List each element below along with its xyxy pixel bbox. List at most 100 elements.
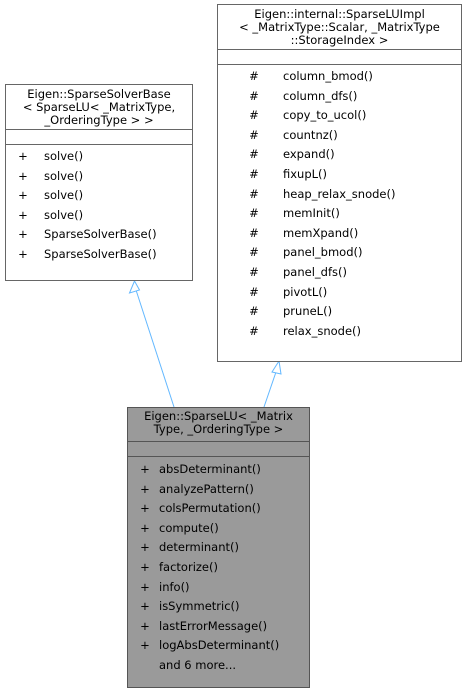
member-name: analyzePattern()	[159, 481, 254, 496]
class-title-line: Eigen::SparseLU< _Matrix	[144, 409, 293, 423]
member-item[interactable]: #pruneL()	[218, 302, 461, 322]
visibility-marker: +	[140, 540, 150, 555]
member-name: memInit()	[283, 206, 340, 221]
visibility-marker: +	[140, 599, 150, 614]
visibility-marker: +	[140, 559, 150, 574]
member-item[interactable]: # memXpand()	[218, 224, 461, 244]
member-name: SparseSolverBase()	[44, 227, 157, 242]
class-title-line: < _MatrixType::Scalar, _MatrixType	[239, 20, 440, 34]
visibility-marker: #	[249, 264, 259, 279]
member-item[interactable]: +solve()	[6, 167, 192, 187]
methods-section: +absDeterminant() +analyzePattern() +col…	[128, 456, 309, 676]
member-name: panel_dfs()	[283, 264, 347, 279]
visibility-marker: #	[249, 206, 259, 221]
more-members-label: and 6 more...	[159, 657, 237, 672]
edge-base-line	[135, 289, 175, 408]
member-item[interactable]: #column_dfs()	[218, 87, 461, 107]
attributes-section	[128, 441, 309, 456]
methods-section: # column_bmod() #column_dfs() # copy_to_uc…	[218, 64, 461, 341]
member-name: panel_bmod()	[283, 245, 363, 260]
member-name: heap_relax_snode()	[283, 186, 396, 201]
member-name: countnz()	[283, 127, 338, 142]
member-item[interactable]: # copy_to_ucol()	[218, 106, 461, 126]
member-name: SparseSolverBase()	[44, 246, 157, 261]
member-item[interactable]: # heap_relax_snode()	[218, 185, 461, 205]
member-name: colsPermutation()	[159, 501, 261, 516]
member-item[interactable]: # expand()	[218, 145, 461, 165]
visibility-marker: #	[249, 127, 259, 142]
member-name: relax_snode()	[283, 323, 362, 338]
visibility-marker: +	[140, 579, 150, 594]
attributes-section	[218, 49, 461, 64]
member-name: pivotL()	[283, 284, 328, 299]
member-item[interactable]: +solve()	[6, 186, 192, 206]
member-item[interactable]: # panel_bmod()	[218, 243, 461, 263]
member-name: expand()	[283, 147, 335, 162]
methods-section: +solve() +solve() +solve() +solve() +Spa…	[6, 144, 192, 265]
member-item[interactable]: +info()	[128, 578, 309, 598]
member-item[interactable]: # column_bmod()	[218, 67, 461, 87]
class-title: Eigen::SparseSolverBase < SparseLU< _Mat…	[6, 85, 192, 129]
member-item[interactable]: + analyzePattern()	[128, 480, 309, 500]
member-item[interactable]: # countnz()	[218, 126, 461, 146]
member-name: solve()	[44, 168, 84, 183]
more-members-link[interactable]: and 6 more...	[128, 656, 309, 676]
class-title-line: _OrderingType > >	[44, 113, 154, 127]
member-item[interactable]: +solve()	[6, 147, 192, 167]
member-item[interactable]: + logAbsDeterminant()	[128, 636, 309, 656]
member-item[interactable]: +SparseSolverBase()	[6, 225, 192, 245]
class-title: Eigen::SparseLU< _Matrix Type, _Ordering…	[128, 408, 309, 438]
member-item[interactable]: + isSymmetric()	[128, 597, 309, 617]
class-title-line: Eigen::internal::SparseLUImpl	[254, 7, 425, 21]
member-name: pruneL()	[283, 304, 333, 319]
class-title-line: < SparseLU< _MatrixType,	[22, 100, 176, 114]
member-name: lastErrorMessage()	[159, 618, 268, 633]
visibility-marker: #	[249, 186, 259, 201]
member-name: solve()	[44, 149, 84, 163]
member-name: compute()	[159, 520, 219, 535]
member-item[interactable]: +determinant()	[128, 538, 309, 558]
visibility-marker: #	[249, 225, 259, 240]
visibility-marker: #	[249, 69, 259, 83]
member-name: logAbsDeterminant()	[159, 638, 280, 653]
member-item[interactable]: + factorize()	[128, 558, 309, 578]
member-item[interactable]: # memInit()	[218, 204, 461, 224]
member-name: absDeterminant()	[159, 462, 261, 476]
edge-impl-line	[263, 371, 277, 408]
member-item[interactable]: + compute()	[128, 519, 309, 539]
class-box-sparse-solver-base[interactable]: Eigen::SparseSolverBase < SparseLU< _Mat…	[5, 84, 193, 281]
member-name: isSymmetric()	[159, 599, 240, 614]
visibility-marker: #	[249, 323, 259, 338]
visibility-marker: #	[249, 88, 259, 103]
visibility-marker: +	[140, 481, 150, 496]
member-name: memXpand()	[283, 225, 359, 240]
visibility-marker: +	[140, 618, 150, 633]
visibility-marker: +	[18, 188, 28, 203]
member-item[interactable]: +colsPermutation()	[128, 499, 309, 519]
member-item[interactable]: #pivotL()	[218, 283, 461, 303]
edge-impl-arrowhead	[271, 359, 282, 375]
member-name: column_bmod()	[283, 69, 373, 83]
visibility-marker: +	[18, 246, 28, 261]
class-title-line: Type, _OrderingType >	[153, 422, 284, 436]
visibility-marker: #	[249, 108, 259, 123]
visibility-marker: #	[249, 166, 259, 181]
member-item[interactable]: + absDeterminant()	[128, 460, 309, 480]
visibility-marker: +	[140, 462, 150, 476]
visibility-marker: +	[140, 520, 150, 535]
class-box-sparse-lu-impl[interactable]: Eigen::internal::SparseLUImpl < _MatrixT…	[217, 4, 462, 362]
member-item[interactable]: + lastErrorMessage()	[128, 617, 309, 637]
member-item[interactable]: #fixupL()	[218, 165, 461, 185]
visibility-marker: +	[140, 638, 150, 653]
member-name: copy_to_ucol()	[283, 108, 367, 123]
class-box-sparse-lu[interactable]: Eigen::SparseLU< _Matrix Type, _Ordering…	[127, 407, 310, 688]
visibility-marker: #	[249, 245, 259, 260]
member-item[interactable]: + SparseSolverBase()	[6, 245, 192, 265]
class-title-line: Eigen::SparseSolverBase	[27, 87, 171, 101]
member-item[interactable]: +solve()	[6, 206, 192, 226]
member-item[interactable]: # relax_snode()	[218, 322, 461, 342]
member-item[interactable]: # panel_dfs()	[218, 263, 461, 283]
member-name: factorize()	[159, 559, 218, 574]
visibility-marker: #	[249, 147, 259, 162]
